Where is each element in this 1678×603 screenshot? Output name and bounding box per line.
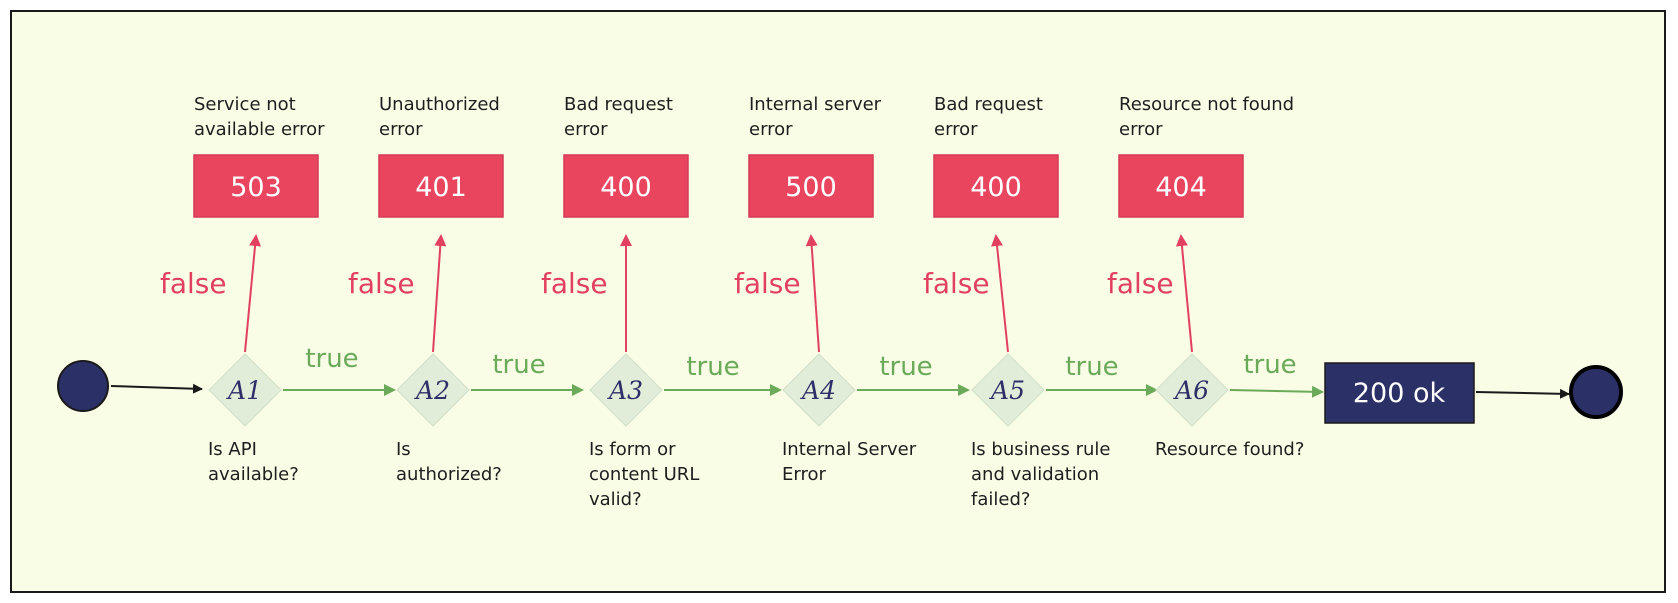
false-arrow xyxy=(244,234,262,353)
error-description: Resource not found xyxy=(1119,94,1294,115)
error-description: error xyxy=(934,119,978,140)
true-arrow xyxy=(1229,385,1324,398)
step-a1: A1 Is API available? false 503 Service not ava… xyxy=(160,94,396,485)
decision-diamond xyxy=(782,353,856,427)
true-label: true xyxy=(305,344,358,374)
question-text: Is xyxy=(396,439,411,460)
question-text: failed? xyxy=(971,489,1030,510)
question-text: available? xyxy=(208,464,299,485)
step-id-label: A3 xyxy=(607,376,643,405)
false-arrow xyxy=(432,234,447,353)
success-label: 200 ok xyxy=(1353,378,1446,409)
true-label: true xyxy=(492,350,545,380)
step-id-label: A2 xyxy=(414,376,450,405)
error-description: available error xyxy=(194,119,325,140)
error-code-box xyxy=(378,154,504,218)
error-description: error xyxy=(749,119,793,140)
error-description: error xyxy=(379,119,423,140)
error-code: 503 xyxy=(230,172,282,203)
false-label: false xyxy=(160,267,227,300)
step-id-label: A1 xyxy=(226,376,262,405)
true-label: true xyxy=(879,352,932,382)
question-text: and validation xyxy=(971,464,1099,485)
error-description: Internal server xyxy=(749,94,882,115)
question-text: Internal Server xyxy=(782,439,917,460)
error-description: error xyxy=(564,119,608,140)
error-code: 400 xyxy=(970,172,1022,203)
decision-diamond xyxy=(1155,353,1229,427)
step-a5: A5 Is business rule and validation failed? f… xyxy=(923,94,1158,510)
error-code-box xyxy=(748,154,874,218)
decision-diamond xyxy=(208,353,282,427)
false-arrow xyxy=(1175,234,1193,353)
error-description: Bad request xyxy=(934,94,1043,115)
false-label: false xyxy=(541,267,608,300)
diagram-canvas xyxy=(10,10,1666,593)
question-text: Is business rule xyxy=(971,439,1110,460)
end-arrow xyxy=(1475,388,1570,399)
step-id-label: A4 xyxy=(800,376,836,405)
question-text: Is form or xyxy=(589,439,676,460)
true-label: true xyxy=(1065,352,1118,382)
true-label: true xyxy=(1243,350,1296,380)
decision-diamond xyxy=(971,353,1045,427)
error-description: Unauthorized xyxy=(379,94,500,115)
error-code: 401 xyxy=(415,172,467,203)
question-text: content URL xyxy=(589,464,699,485)
decision-diamond xyxy=(396,353,470,427)
decision-diamond xyxy=(589,353,663,427)
false-label: false xyxy=(348,267,415,300)
step-a3: A3 Is form or content URL valid? false 400 Bad… xyxy=(541,94,782,510)
error-description: Service not xyxy=(194,94,296,115)
question-text: authorized? xyxy=(396,464,502,485)
false-label: false xyxy=(1107,267,1174,300)
question-text: valid? xyxy=(589,489,642,510)
question-text: Is API xyxy=(208,439,257,460)
error-description: Bad request xyxy=(564,94,673,115)
start-arrow xyxy=(110,383,203,394)
error-code-box xyxy=(563,154,689,218)
error-code: 404 xyxy=(1155,172,1207,203)
end-node xyxy=(1569,365,1623,419)
error-code-box xyxy=(1118,154,1244,218)
error-code: 400 xyxy=(600,172,652,203)
error-code-box xyxy=(933,154,1059,218)
start-node xyxy=(57,360,109,412)
success-box xyxy=(1324,362,1475,424)
step-id-label: A6 xyxy=(1173,376,1209,405)
false-arrow xyxy=(805,234,820,353)
false-label: false xyxy=(734,267,801,300)
question-text: Resource found? xyxy=(1155,439,1304,460)
false-arrow xyxy=(991,234,1009,353)
true-label: true xyxy=(686,352,739,382)
false-label: false xyxy=(923,267,990,300)
question-text: Error xyxy=(782,464,826,485)
error-code-box xyxy=(193,154,319,218)
error-description: error xyxy=(1119,119,1163,140)
error-code: 500 xyxy=(785,172,837,203)
step-id-label: A5 xyxy=(989,376,1025,405)
